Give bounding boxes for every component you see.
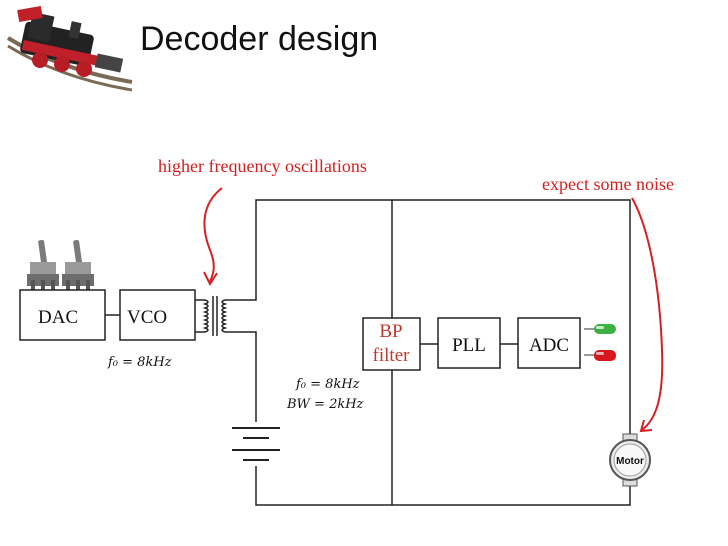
vco-block xyxy=(119,289,196,341)
motor-label: Motor xyxy=(616,456,644,467)
switch-icon-2 xyxy=(62,239,94,290)
red-led-icon xyxy=(584,350,616,361)
switch-icon-1 xyxy=(27,239,59,290)
dac-label: DAC xyxy=(38,307,78,328)
bp-bw-equation: BW = 2kHz xyxy=(286,397,364,412)
higher-frequency-arrow xyxy=(203,187,223,283)
adc-label: ADC xyxy=(529,335,569,356)
transformer-icon xyxy=(195,296,235,336)
motor-icon xyxy=(609,433,651,487)
dac-block xyxy=(19,289,106,341)
train-image xyxy=(5,0,133,92)
vco-label: VCO xyxy=(127,307,167,328)
adc-block xyxy=(517,317,581,369)
noise-arrow xyxy=(631,197,664,431)
vco-f0-equation: f₀ = 8kHz xyxy=(107,355,172,370)
battery-icon xyxy=(232,427,280,461)
slide-title: Decoder design xyxy=(140,20,379,58)
green-led-icon xyxy=(584,324,616,334)
bp-filter-block xyxy=(362,317,421,371)
noise-note: expect some noise xyxy=(542,174,674,194)
bp-f0-equation: f₀ = 8kHz xyxy=(295,377,360,392)
pll-block xyxy=(437,317,501,369)
circuit-wires xyxy=(235,199,631,506)
pll-label: PLL xyxy=(452,335,486,356)
bp-label-line2: filter xyxy=(373,345,411,366)
bp-label-line1: BP xyxy=(379,321,402,342)
higher-frequency-note: higher frequency oscillations xyxy=(158,156,367,176)
